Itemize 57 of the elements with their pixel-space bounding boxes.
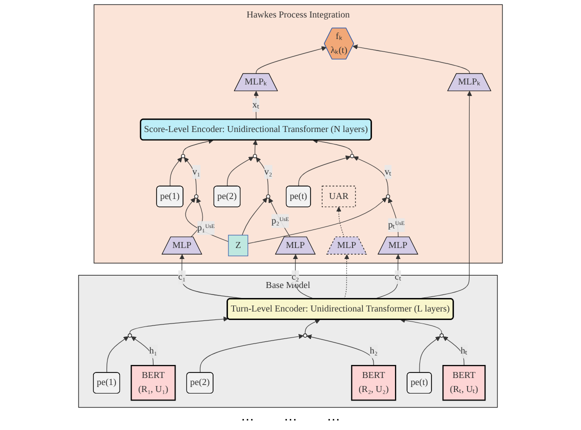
arrow <box>268 198 291 238</box>
edge-label: hₜ <box>460 346 468 356</box>
arrow <box>388 198 398 238</box>
node-box: BERT (R₂, U₂) <box>351 364 396 401</box>
edge-label: vₜ <box>384 166 392 177</box>
edge-label: h₁ <box>149 346 158 356</box>
edge-label: v₂ <box>264 166 272 177</box>
arrow <box>400 318 442 334</box>
arrow <box>353 156 388 196</box>
edge-label: c₁ <box>178 272 186 282</box>
node-circle <box>386 194 390 198</box>
arrow <box>200 334 304 374</box>
node-circle <box>350 154 354 158</box>
node-circle <box>440 334 444 338</box>
node-circle <box>194 194 198 198</box>
node-box: Z <box>228 234 248 256</box>
arrow <box>292 254 314 300</box>
arrow <box>130 316 228 334</box>
edge-label: p₂ᵁˢᴱ <box>272 216 289 226</box>
arrow <box>226 156 254 187</box>
node-circle <box>303 334 308 338</box>
arrow <box>242 198 268 236</box>
arrow <box>306 334 374 366</box>
arrow <box>312 138 352 155</box>
edge-label: c₂ <box>292 272 299 282</box>
arrow <box>252 140 258 155</box>
arrow <box>256 46 326 74</box>
arrow <box>182 138 214 155</box>
ellipsis-text: ⋯ <box>284 412 297 429</box>
edge-label: v₁ <box>192 166 200 177</box>
ellipsis-text: ⋯ <box>241 412 254 429</box>
edge-label: p₁ᵁˢᴱ <box>197 222 215 233</box>
arrow <box>304 319 320 334</box>
node-box: BERT (Rₜ, Uₜ) <box>442 364 486 401</box>
arrow <box>106 336 129 374</box>
ellipsis-text: ⋯ <box>327 412 340 429</box>
node-circle <box>252 154 257 158</box>
arrow <box>419 336 440 374</box>
node-box: UAR <box>322 186 356 208</box>
arrow <box>336 206 344 238</box>
edge-label: cₜ <box>394 272 402 282</box>
edge-label: h₂ <box>370 346 378 356</box>
node-box: BERT (R₁, U₁) <box>130 364 176 401</box>
arrow <box>190 198 203 238</box>
arrow <box>131 336 154 366</box>
arrow <box>185 198 229 242</box>
arrow <box>298 155 351 187</box>
arrow <box>248 197 387 244</box>
arrow <box>352 44 470 74</box>
edge-label: xₜ <box>252 100 260 110</box>
node-circle <box>181 154 186 158</box>
arrow <box>442 336 464 366</box>
edge-label: pₜᵁˢᴱ <box>388 220 405 230</box>
node-circle <box>266 194 270 198</box>
node-circle <box>128 334 132 338</box>
arrow <box>170 157 182 187</box>
arrow <box>344 254 350 300</box>
